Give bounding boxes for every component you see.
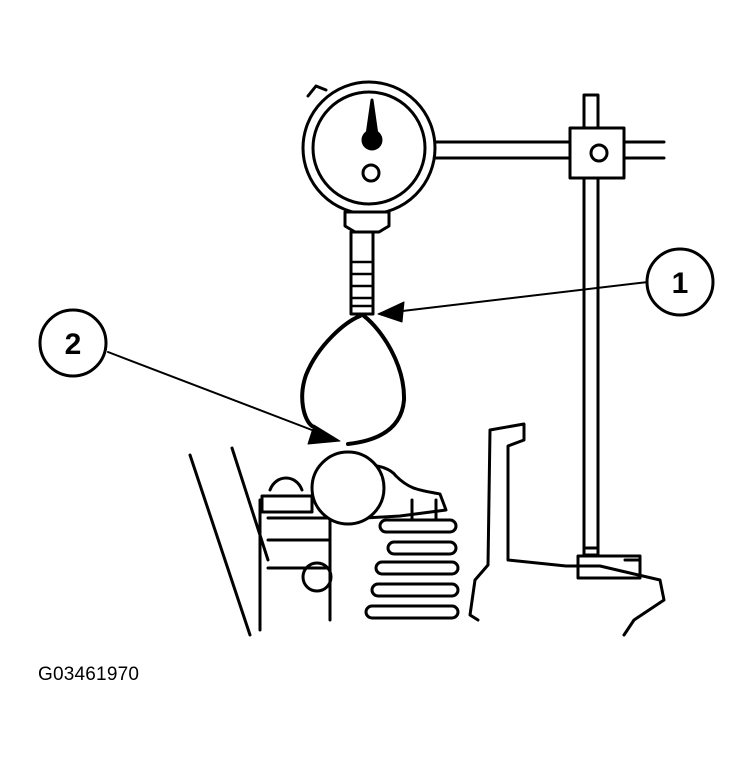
dial-stem-neck — [343, 210, 391, 234]
dial-indicator — [301, 80, 437, 316]
stand-clamp — [568, 126, 626, 180]
callout-2-circle — [38, 308, 108, 378]
callout-2: 2 — [38, 308, 108, 378]
clamp-screw-icon — [589, 143, 609, 163]
magnetic-stand — [432, 93, 666, 580]
dial-cap — [306, 84, 328, 98]
callout-1-leader — [393, 281, 649, 313]
engine-housing — [468, 422, 666, 637]
dial-small-gauge — [361, 163, 381, 183]
bolt-hole — [301, 561, 333, 593]
contact-loop — [300, 314, 407, 446]
dial-face — [311, 90, 427, 206]
callout-1-circle — [645, 247, 715, 317]
callout-1-number: 1 — [672, 267, 689, 300]
callout-2-arrow-icon — [307, 424, 341, 445]
callout-1: 1 — [645, 247, 715, 317]
callout-2-number: 2 — [65, 328, 82, 361]
valve-spring — [364, 518, 460, 620]
cam-lobe — [310, 450, 386, 526]
callout-2-leader — [107, 351, 326, 436]
cylinder-head — [188, 446, 460, 637]
callout-1-arrow-icon — [377, 301, 405, 323]
figure-id-label: G03461970 — [38, 664, 140, 685]
stand-arm — [432, 140, 666, 160]
